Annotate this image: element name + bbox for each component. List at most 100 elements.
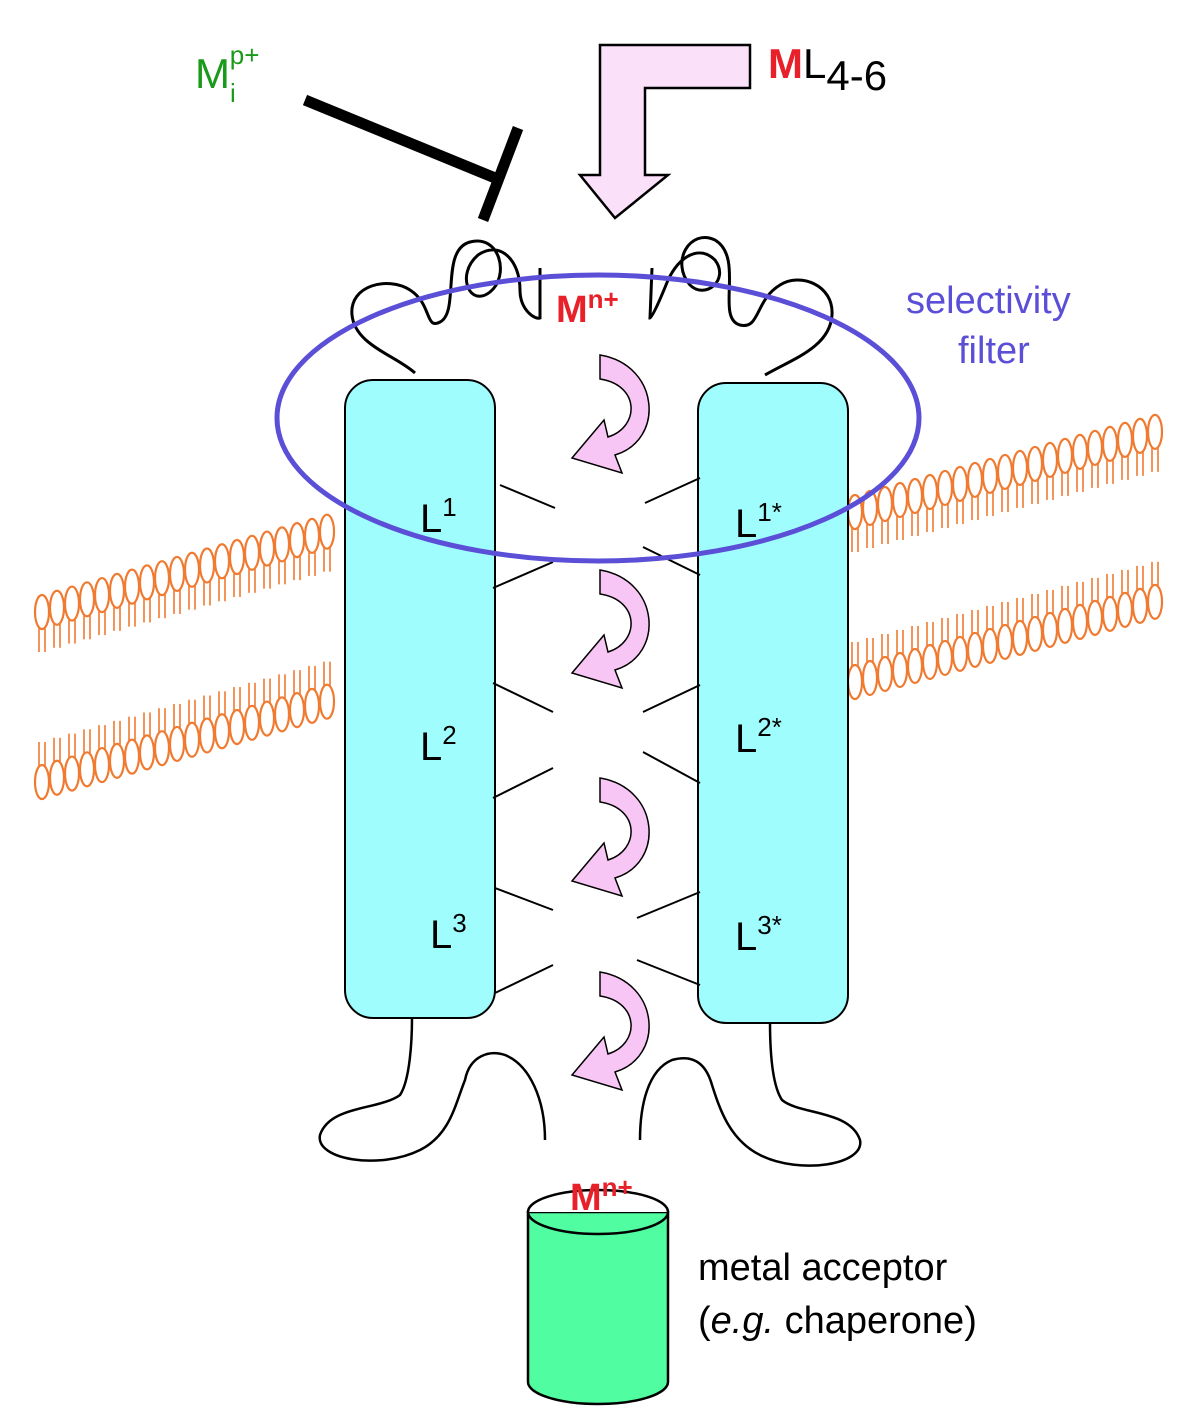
lipid-head-upper	[876, 485, 894, 546]
bottom-loop-left	[318, 1017, 547, 1162]
lipid-head-lower	[981, 604, 999, 665]
lipid-head-lower	[1026, 592, 1044, 653]
top-loop-right	[648, 236, 834, 377]
lipid-head-lower	[966, 608, 984, 669]
lipid-head-upper	[183, 551, 201, 611]
curved-arrow	[570, 777, 650, 898]
helix-right	[697, 382, 849, 1024]
inhibition-symbol	[302, 94, 524, 222]
lipid-head-upper	[1041, 441, 1059, 502]
lipid-head-upper	[213, 543, 231, 603]
lipid-head-upper	[891, 481, 909, 542]
lipid-head-lower	[243, 681, 261, 741]
curved-arrow	[570, 354, 650, 475]
lipid-head-lower	[198, 694, 216, 754]
lipid-head-lower	[846, 640, 864, 701]
lipid-head-lower	[213, 690, 231, 750]
metal-translocation-arrows	[570, 354, 650, 1092]
lipid-head-upper	[1071, 433, 1089, 494]
lipid-head-upper	[123, 568, 141, 628]
bottom-loop-right	[638, 1021, 862, 1167]
lipid-head-upper	[108, 572, 126, 632]
lipid-head-lower	[1056, 584, 1074, 645]
ligand-l1-star: L1*	[735, 497, 782, 546]
coordination-lines	[492, 477, 701, 994]
lipid-head-lower	[921, 620, 939, 681]
lipid-head-lower	[288, 669, 306, 729]
lipid-head-lower	[1011, 596, 1029, 657]
membrane-bilayer-left	[33, 513, 336, 801]
curved-arrow	[570, 971, 650, 1092]
entry-arrow	[577, 43, 752, 220]
lipid-head-lower	[906, 624, 924, 685]
selectivity-filter-label: selectivity filter	[906, 280, 1081, 372]
metal-complex-label: ML4-6	[768, 40, 887, 99]
lipid-head-upper	[318, 513, 336, 573]
membrane-bilayer-right	[846, 413, 1164, 701]
lipid-head-upper	[288, 522, 306, 582]
lipid-head-lower	[936, 616, 954, 677]
lipid-head-lower	[108, 719, 126, 779]
lipid-head-lower	[138, 711, 156, 771]
lipid-head-lower	[1071, 580, 1089, 641]
lipid-head-upper	[168, 555, 186, 616]
lipid-head-upper	[966, 461, 984, 522]
lipid-head-lower	[1131, 564, 1149, 624]
lipid-head-upper	[63, 585, 81, 645]
lipid-head-lower	[951, 612, 969, 673]
lipid-head-upper	[273, 526, 291, 586]
lipid-head-upper	[1101, 425, 1119, 485]
lipid-head-lower	[78, 728, 96, 788]
lipid-head-upper	[303, 517, 321, 577]
lipid-head-lower	[996, 600, 1014, 661]
lipid-head-lower	[1041, 588, 1059, 649]
lipid-head-upper	[93, 576, 111, 637]
ligand-l3-star: L3*	[735, 910, 782, 959]
lipid-head-upper	[1011, 449, 1029, 510]
lipid-head-lower	[876, 632, 894, 693]
lipid-head-upper	[153, 560, 171, 620]
lipid-head-upper	[228, 538, 246, 599]
lipid-head-upper	[78, 581, 96, 641]
ligand-l3: L3	[430, 908, 467, 957]
metal-acceptor-cylinder	[526, 1188, 670, 1406]
lipid-head-upper	[1026, 445, 1044, 506]
lipid-head-upper	[48, 589, 66, 649]
lipid-head-lower	[318, 660, 336, 720]
top-loop-left	[350, 239, 542, 375]
curved-arrow	[570, 569, 650, 690]
lipid-head-lower	[93, 723, 111, 784]
selectivity-filter-ring	[274, 272, 922, 564]
lipid-head-upper	[936, 469, 954, 530]
acceptor-label: metal acceptor (e.g. chaperone)	[698, 1247, 977, 1342]
lipid-head-upper	[138, 564, 156, 624]
ligand-l1: L1	[420, 492, 457, 541]
lipid-head-upper	[258, 530, 276, 590]
lipid-head-lower	[33, 740, 51, 801]
lipid-head-upper	[1056, 437, 1074, 498]
lipid-head-upper	[996, 453, 1014, 514]
lipid-head-lower	[1116, 568, 1134, 628]
lipid-head-lower	[48, 736, 66, 796]
lipid-head-upper	[921, 473, 939, 534]
metal-ion-bottom: Mn+	[570, 1172, 633, 1219]
lipid-head-lower	[861, 636, 879, 697]
ligand-l2: L2	[420, 720, 457, 769]
lipid-head-lower	[1101, 572, 1119, 632]
lipid-head-upper	[33, 593, 51, 654]
lipid-head-lower	[891, 628, 909, 689]
lipid-head-upper	[198, 547, 216, 607]
lipid-head-upper	[1086, 429, 1104, 489]
lipid-head-lower	[168, 702, 186, 763]
lipid-head-lower	[258, 677, 276, 737]
lipid-head-upper	[1131, 417, 1149, 477]
lipid-head-upper	[981, 457, 999, 518]
lipid-head-upper	[906, 477, 924, 538]
lipid-head-lower	[183, 698, 201, 758]
lipid-head-lower	[303, 664, 321, 724]
lipid-head-lower	[123, 715, 141, 775]
lipid-head-lower	[228, 685, 246, 746]
lipid-head-lower	[273, 673, 291, 733]
lipid-head-upper	[951, 465, 969, 526]
